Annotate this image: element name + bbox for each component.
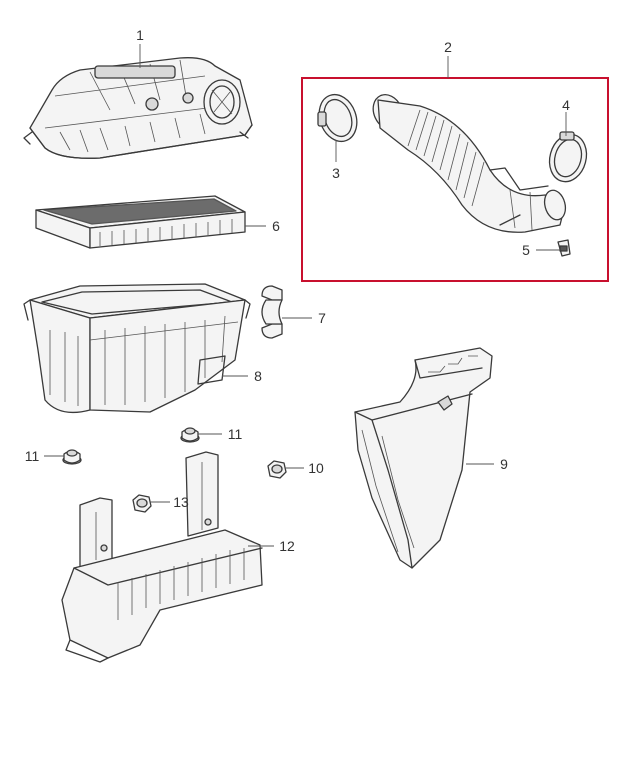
- sensor-fitting[interactable]: [557, 239, 571, 257]
- nut-bracket[interactable]: [132, 494, 152, 513]
- leader-lines: [44, 44, 567, 547]
- callout-10: 10: [308, 460, 324, 476]
- callout-6: 6: [272, 218, 280, 234]
- callout-13: 13: [173, 494, 189, 510]
- grommet-right[interactable]: [180, 427, 200, 443]
- callout-8: 8: [254, 368, 262, 384]
- grommet-left[interactable]: [62, 449, 82, 465]
- air-cleaner-housing[interactable]: [23, 283, 251, 414]
- callout-12: 12: [279, 538, 295, 554]
- support-bracket[interactable]: [61, 451, 263, 663]
- callout-9: 9: [500, 456, 508, 472]
- air-intake-hose[interactable]: [368, 90, 569, 233]
- callout-11-right: 11: [228, 426, 243, 442]
- callout-7: 7: [318, 310, 326, 326]
- callout-4: 4: [562, 97, 570, 113]
- air-cleaner-cover[interactable]: [23, 57, 253, 159]
- callout-5: 5: [522, 242, 530, 258]
- hose-clamp-right[interactable]: [544, 130, 591, 186]
- callout-numbers: 1 2 3 4 5 6 7 8 9 10 11 11 12 13: [25, 27, 570, 554]
- air-filter[interactable]: [35, 195, 246, 249]
- callout-2: 2: [444, 39, 452, 55]
- hose-clamp-left[interactable]: [313, 89, 363, 146]
- housing-clip[interactable]: [261, 285, 283, 339]
- callout-11-left: 11: [25, 448, 40, 464]
- highlight-box: [301, 77, 609, 282]
- nut[interactable]: [267, 460, 287, 479]
- air-inlet-duct[interactable]: [354, 347, 493, 569]
- callout-3: 3: [332, 165, 340, 181]
- callout-1: 1: [136, 27, 144, 43]
